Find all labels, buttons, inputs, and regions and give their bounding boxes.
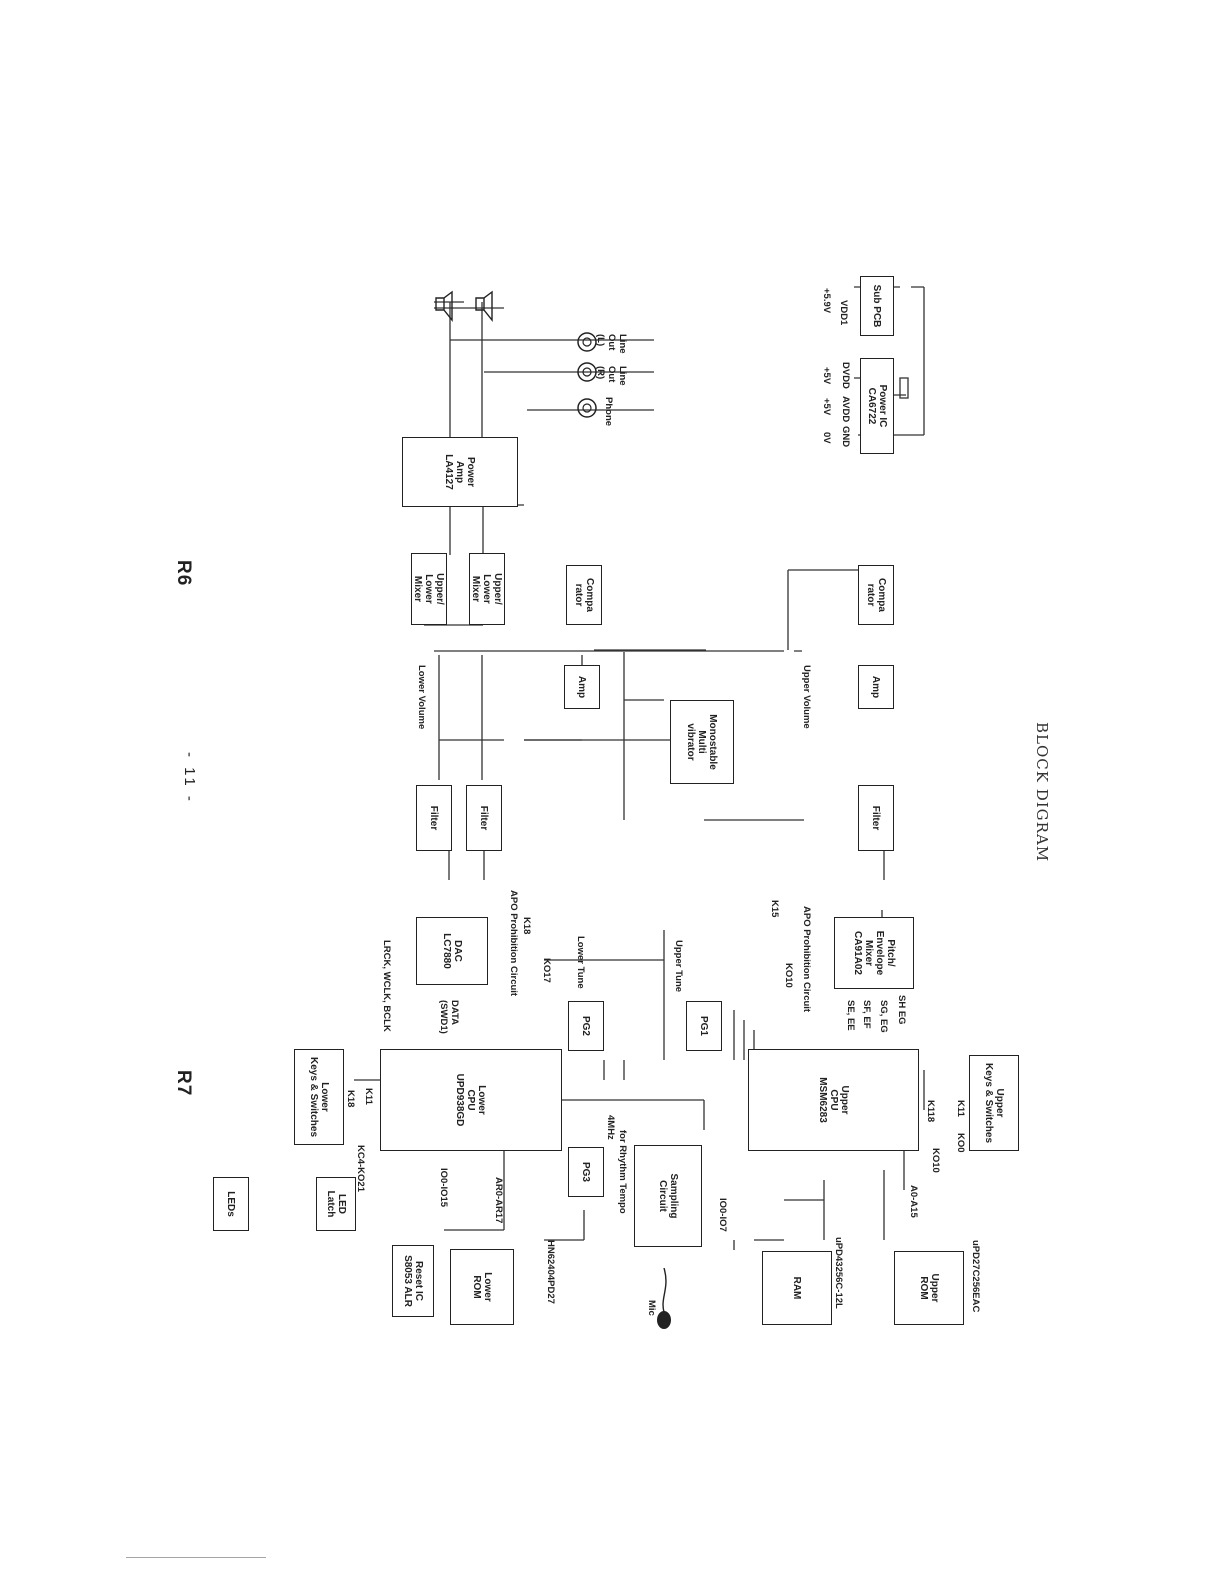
s-eg-label: SH EG [896, 995, 907, 1025]
k15-label: K15 [769, 900, 780, 918]
upper-keys-block: Upper Keys & Switches [969, 1055, 1019, 1151]
corner-label-r7: R7 [173, 1070, 194, 1097]
rhythm-tempo-label: for Rhythm Tempo [617, 1130, 628, 1214]
lower-keys-block: Lower Keys & Switches [294, 1049, 344, 1145]
ar0-ar17-label: AR0-AR17 [493, 1177, 504, 1224]
sampling-circuit-block: Sampling Circuit [634, 1145, 702, 1247]
upper-cpu-block: Upper CPU MSM6283 [748, 1049, 919, 1151]
lower-rom-block: Lower ROM [450, 1249, 514, 1325]
hn62404-label: HN62404PD27 [545, 1240, 556, 1304]
pg2-block: PG2 [568, 1001, 604, 1051]
v5b-label: +5V [821, 398, 832, 416]
ko17-label: KO17 [541, 958, 552, 983]
speaker-icon [435, 290, 493, 322]
ko10-upper-label: KO10 [783, 963, 794, 988]
avdd-label: AVDD [840, 396, 851, 423]
vdd1-label: VDD1 [838, 300, 849, 326]
upper-tune-label: Upper Tune [673, 940, 684, 993]
upd43256-label: uPD43256C-12L [833, 1237, 844, 1309]
corner-label-r6: R6 [173, 560, 194, 587]
apo-lower-label: APO Prohibition Circuit [508, 890, 519, 997]
k18-keys-label: K18 [345, 1090, 356, 1108]
led-latch-block: LED Latch [316, 1177, 356, 1231]
k11-upper-label: K11 [955, 1100, 966, 1117]
power-ic-block: Power IC CA6722 [860, 358, 894, 454]
diagram-title: BLOCK DIGRAM [1033, 722, 1051, 863]
upd27c-label: uPD27C256EAC [970, 1240, 981, 1313]
k18-lower-label: K18 [521, 917, 532, 935]
4mhz-label: 4MHz [605, 1115, 616, 1140]
mixer-block-2: Upper/ Lower Mixer [469, 553, 505, 625]
ko10-keys-label: KO10 [930, 1148, 941, 1173]
monostable-block: Monostable Multi vibrator [670, 700, 734, 784]
lower-cpu-block: Lower CPU UPD938GD [380, 1049, 562, 1151]
io0-io7-label: IO0-IO7 [717, 1198, 728, 1232]
filter-block-2: Filter [466, 785, 502, 851]
v5a-label: +5V [821, 367, 832, 385]
microphone-icon [657, 1268, 671, 1329]
amp-upper-block: Amp [858, 665, 894, 709]
k118-label: K118 [925, 1100, 936, 1123]
lrck-label: LRCK, WCLK, BCLK [381, 940, 392, 1032]
ram-block: RAM [762, 1251, 832, 1325]
comparator-upper-block: Compa rator [858, 565, 894, 625]
jack-icons [577, 332, 597, 418]
sg-eg-label: SG, EG [878, 1000, 889, 1033]
data-swd-label: DATA (SWD1) [438, 1000, 460, 1034]
sub-pcb-block: Sub PCB [860, 276, 894, 336]
ko0-label: KO0 [955, 1133, 966, 1153]
mic-label: Mic [646, 1300, 657, 1316]
mixer-block-1: Upper/ Lower Mixer [411, 553, 447, 625]
filter-block-1: Filter [416, 785, 452, 851]
pg3-block: PG3 [568, 1147, 604, 1197]
pg1-block: PG1 [686, 1001, 722, 1051]
dvdd-label: DVDD [840, 362, 851, 389]
leds-block: LEDs [213, 1177, 249, 1231]
kc4-ko21-label: KC4-KO21 [355, 1145, 366, 1192]
line-out-r-label: Line Out (R) [595, 366, 628, 386]
v0-label: 0V [821, 432, 832, 444]
upper-rom-block: Upper ROM [894, 1251, 964, 1325]
sf-ef-label: SF, EF [861, 1000, 872, 1029]
se-ee-label: SE, EE [845, 1000, 856, 1031]
comparator-lower-block: Compa rator [566, 565, 602, 625]
io0-io15-label: IO0-IO15 [438, 1168, 449, 1208]
page-number: - 11 - [181, 752, 198, 804]
upper-volume-label: Upper Volume [801, 665, 812, 729]
gnd-label: GND [840, 426, 851, 448]
amp-lower-block: Amp [564, 665, 600, 709]
phone-label: Phone [603, 397, 614, 427]
dac-block: DAC LC7880 [416, 917, 488, 985]
filter-upper-block: Filter [858, 785, 894, 851]
pitch-envelope-mixer-block: Pitch/ Envelope Mixer CA91A02 [834, 917, 914, 989]
lower-volume-label: Lower Volume [416, 665, 427, 730]
reset-ic-block: Reset IC S8053 ALR [392, 1245, 434, 1317]
k11-lower-label: K11 [363, 1088, 374, 1105]
apo-upper-label: APO Prohibition Circuit [801, 906, 812, 1013]
a0-a15-label: A0-A15 [908, 1185, 919, 1218]
lower-tune-label: Lower Tune [575, 936, 586, 989]
line-out-l-label: Line Out (L) [595, 334, 628, 354]
footer-rule [126, 1557, 266, 1558]
power-amp-block: Power Amp LA4127 [402, 437, 518, 507]
v59-label: +5.9V [821, 288, 832, 314]
